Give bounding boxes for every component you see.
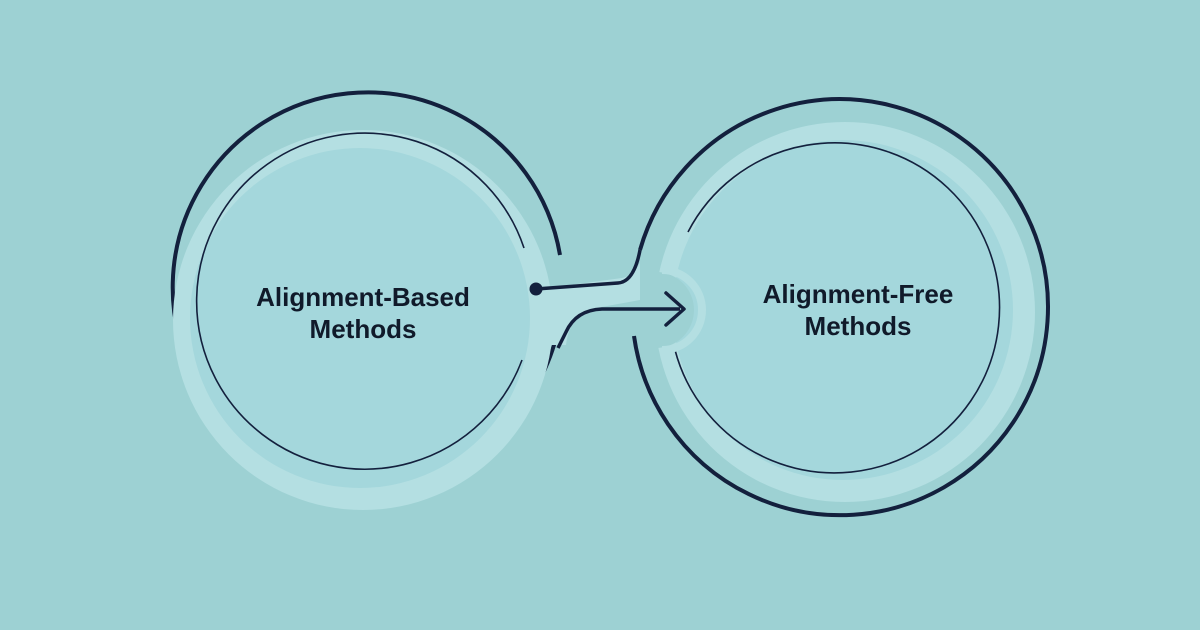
connector-line-top: [535, 249, 642, 291]
label-alignment-based: Alignment-Based Methods: [213, 281, 513, 345]
notch-edge: [661, 266, 706, 354]
connector-dot: [529, 282, 543, 296]
node-alignment-based: [170, 90, 562, 510]
circle-fill-right: [673, 140, 1013, 480]
node-alignment-free: [632, 97, 1050, 518]
outer-ring-right: [632, 97, 1050, 518]
label-alignment-based-line1: Alignment-Based: [256, 282, 470, 312]
inner-ring-left: [195, 132, 525, 470]
arrow-right-icon: [664, 291, 686, 327]
label-alignment-free-line2: Methods: [804, 311, 912, 341]
label-alignment-based-line2: Methods: [309, 314, 417, 344]
label-alignment-free: Alignment-Free Methods: [708, 278, 1008, 342]
label-alignment-free-line1: Alignment-Free: [762, 279, 954, 309]
connector-line-bottom: [556, 307, 680, 349]
inner-ring-right: [674, 142, 1001, 474]
circle-fill-left: [190, 148, 530, 488]
connector: [529, 249, 686, 349]
